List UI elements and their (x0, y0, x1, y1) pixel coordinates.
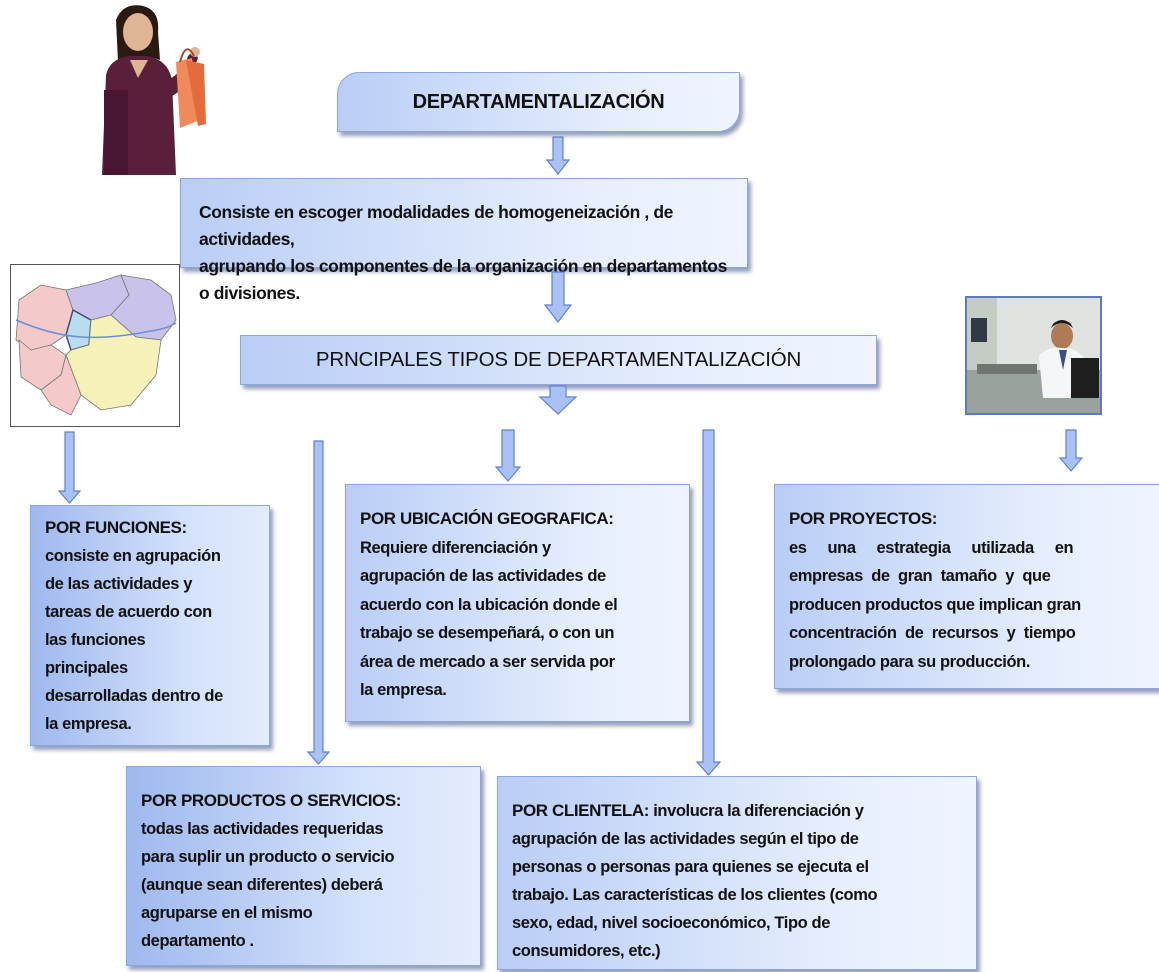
title-box: DEPARTAMENTALIZACIÓN (337, 72, 740, 132)
ubicacion-heading: POR UBICACIÓN GEOGRAFICA: (360, 509, 614, 528)
map-image (10, 264, 180, 427)
arrow-down-icon (543, 271, 573, 323)
proyectos-line: concentración de recursos y tiempo (789, 624, 1076, 642)
arrow-down-icon (57, 431, 82, 504)
arrow-down-icon (538, 385, 578, 415)
productos-line: todas las actividades requeridas (141, 820, 384, 838)
productos-line: para suplir un producto o servicio (141, 848, 395, 866)
clientela-line: trabajo. Las características de los clie… (512, 886, 878, 904)
proyectos-heading: POR PROYECTOS: (789, 509, 938, 528)
proyectos-line: prolongado para su producción. (789, 652, 1031, 671)
ubicacion-line: trabajo se desempeñará, o con un (360, 624, 615, 642)
funciones-heading: POR FUNCIONES: (45, 518, 187, 537)
clientela-first-line-rest: involucra la diferenciación y (649, 802, 864, 820)
arrow-down-icon (545, 136, 571, 175)
clientela-first-line: POR CLIENTELA: involucra la diferenciaci… (512, 797, 962, 825)
clientela-line: consumidores, etc.) (512, 942, 661, 960)
arrow-down-icon (494, 429, 522, 482)
funciones-line: desarrolladas dentro de (45, 687, 223, 705)
funciones-line: de las actividades y (45, 575, 193, 593)
productos-box: POR PRODUCTOS O SERVICIOS: todas las act… (126, 766, 481, 966)
definition-box: Consiste en escoger modalidades de homog… (180, 178, 748, 303)
productos-line: departamento . (141, 932, 254, 950)
ubicacion-box: POR UBICACIÓN GEOGRAFICA: Requiere difer… (345, 484, 690, 722)
funciones-line: tareas de acuerdo con (45, 603, 212, 621)
definition-line: agrupando los componentes de la organiza… (199, 256, 727, 303)
ubicacion-line: la empresa. (360, 681, 447, 699)
map-drawing (15, 274, 177, 416)
funciones-line: las funciones (45, 631, 146, 649)
ubicacion-line: agrupación de las actividades de (360, 567, 606, 585)
clientela-line: sexo, edad, nivel socioeconómico, Tipo d… (512, 914, 830, 932)
types-title-box: PRNCIPALES TIPOS DE DEPARTAMENTALIZACIÓN (240, 335, 877, 385)
office-photo (965, 296, 1102, 415)
productos-heading: POR PRODUCTOS O SERVICIOS: (141, 791, 402, 810)
title-text: DEPARTAMENTALIZACIÓN (412, 90, 665, 113)
arrow-down-icon (306, 440, 331, 765)
ubicacion-line: Requiere diferenciación y (360, 538, 551, 557)
productos-line: agruparse en el mismo (141, 904, 313, 922)
clientela-line: personas o personas para quienes se ejec… (512, 858, 869, 876)
office-drawing (967, 298, 1100, 413)
arrow-down-icon (1058, 429, 1084, 472)
funciones-line: consiste en agrupación (45, 547, 221, 565)
types-title-text: PRNCIPALES TIPOS DE DEPARTAMENTALIZACIÓN (315, 348, 802, 371)
clientela-heading: POR CLIENTELA: (512, 801, 650, 820)
proyectos-line: es una estrategia utilizada en (789, 538, 1074, 557)
ubicacion-line: acuerdo con la ubicación donde el (360, 595, 618, 614)
proyectos-line: producen productos que implican gran (789, 595, 1081, 614)
definition-line: Consiste en escoger modalidades de homog… (199, 202, 673, 249)
arrow-down-icon (695, 429, 722, 776)
funciones-line: principales (45, 659, 128, 677)
proyectos-box: POR PROYECTOS: es una estrategia utiliza… (774, 484, 1159, 689)
clientela-box: POR CLIENTELA: involucra la diferenciaci… (497, 776, 977, 970)
funciones-line: la empresa. (45, 715, 132, 733)
clientela-line: agrupación de las actividades según el t… (512, 830, 859, 848)
productos-line: (aunque sean diferentes) deberá (141, 876, 383, 894)
ubicacion-line: área de mercado a ser servida por (360, 652, 615, 671)
woman-shopping-photo (102, 5, 206, 175)
funciones-box: POR FUNCIONES: consiste en agrupación de… (30, 505, 270, 746)
proyectos-line: empresas de gran tamaño y que (789, 567, 1051, 585)
